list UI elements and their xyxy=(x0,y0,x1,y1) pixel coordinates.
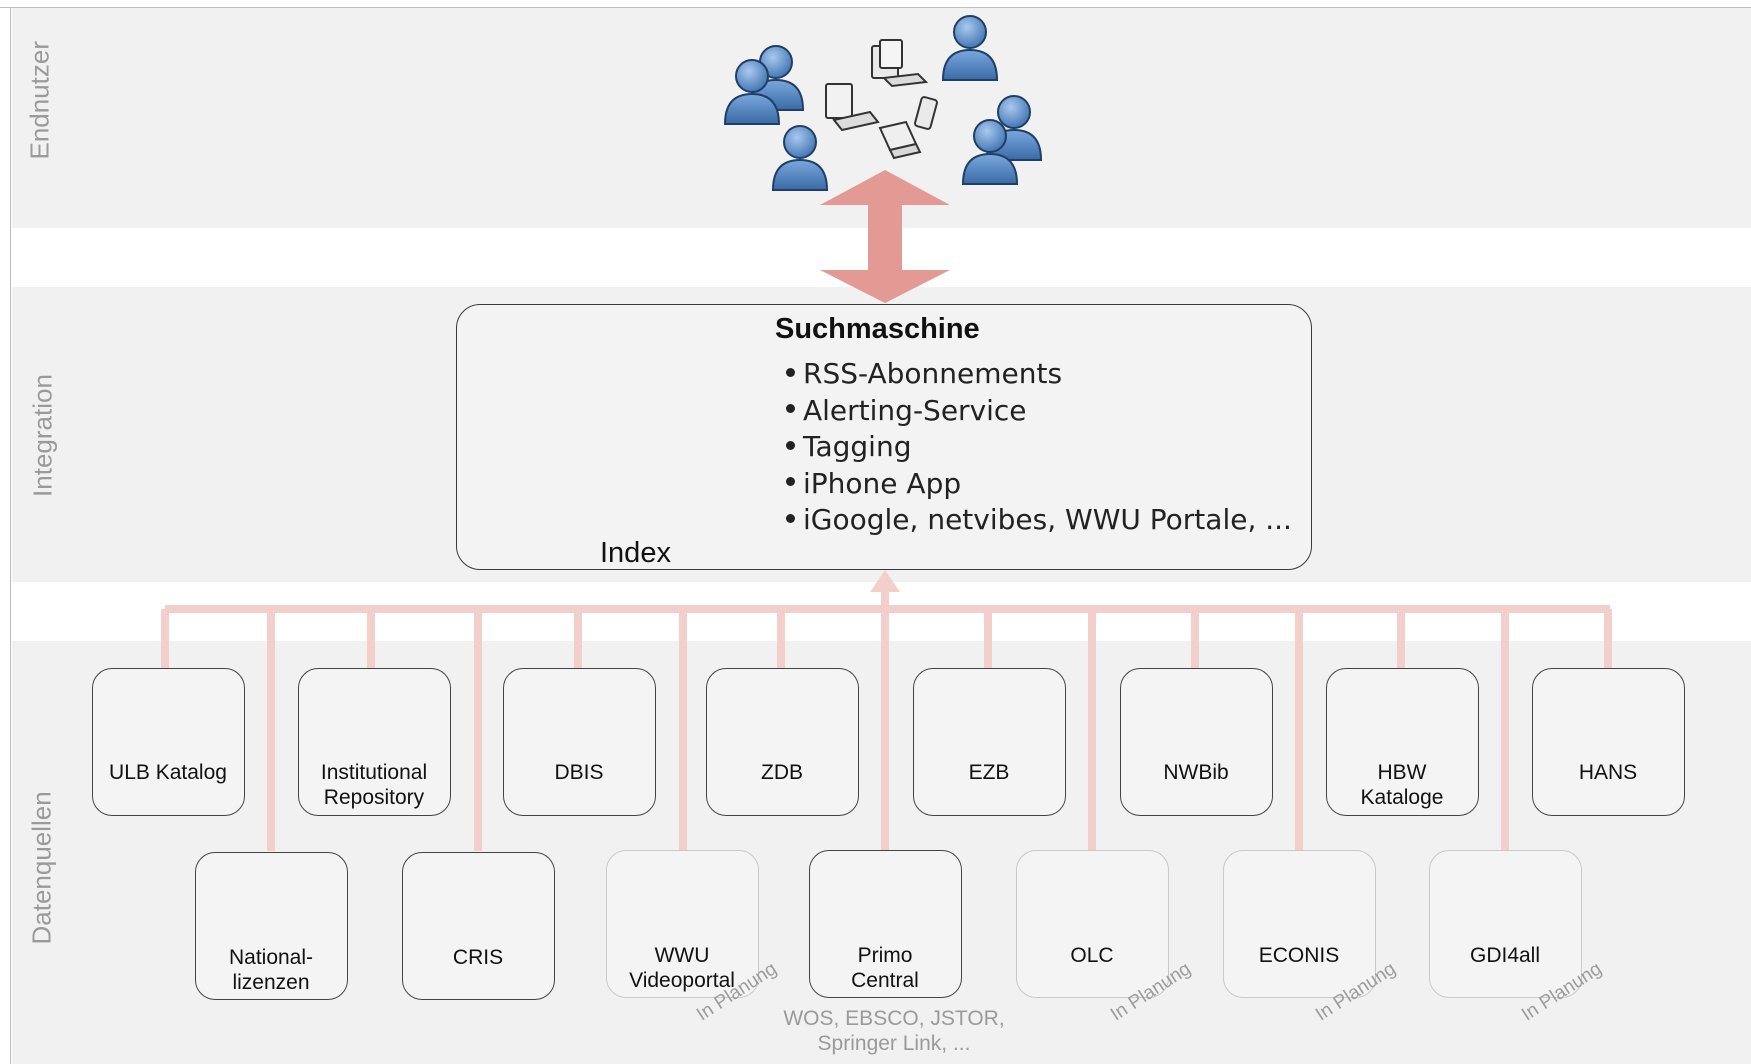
source-label: OLC xyxy=(1070,944,1114,967)
source-label: EZB xyxy=(968,761,1010,784)
source-box-gdi4all xyxy=(1429,850,1582,998)
source-label: ECONIS xyxy=(1258,944,1340,967)
computer-monitor-icon xyxy=(825,83,880,132)
frame-left-border xyxy=(10,7,11,1064)
source-box-hbw-kataloge xyxy=(1326,668,1479,816)
source-box-ulb-katalog xyxy=(92,668,245,816)
source-box-institutional-repository xyxy=(298,668,451,816)
connector-lines xyxy=(161,585,1612,851)
search-engine-title: Suchmaschine xyxy=(775,313,980,345)
bullet-icon xyxy=(786,477,795,486)
bullet-icon xyxy=(786,440,795,450)
source-label: National-lizenzen xyxy=(228,946,314,994)
user-icon xyxy=(772,125,828,191)
feature-item: iPhone App xyxy=(786,466,1292,503)
source-box-ezb xyxy=(913,668,1066,816)
frame-top-border xyxy=(0,7,1751,8)
source-box-hans xyxy=(1532,668,1685,816)
source-label: DBIS xyxy=(554,761,604,784)
connector-arrowhead xyxy=(870,570,900,592)
bullet-icon xyxy=(786,367,795,377)
source-box-nationallizenzen xyxy=(195,852,348,1000)
source-box-cris xyxy=(402,852,555,1000)
desktop-computer-icon xyxy=(871,39,929,88)
feature-item: iGoogle, netvibes, WWU Portale, ... xyxy=(786,502,1292,539)
feature-item: Alerting-Service xyxy=(786,393,1292,430)
double-arrow xyxy=(820,170,950,303)
feature-item: Tagging xyxy=(786,429,1292,466)
source-box-econis xyxy=(1223,850,1376,998)
source-box-primo-central xyxy=(809,850,962,998)
source-box-zdb xyxy=(706,668,859,816)
search-engine-box xyxy=(456,304,1312,570)
feature-item: RSS-Abonnements xyxy=(786,356,1292,393)
bullet-icon xyxy=(786,404,795,413)
source-box-wwu-videoportal xyxy=(606,850,759,998)
laptop-icon xyxy=(878,120,922,160)
source-box-olc xyxy=(1016,850,1169,998)
source-label: ZDB xyxy=(761,761,803,784)
feature-list: RSS-Abonnements Alerting-Service Tagging… xyxy=(786,356,1292,539)
source-box-dbis xyxy=(503,668,656,816)
source-label: HANS xyxy=(1578,761,1638,784)
user-icon xyxy=(942,15,998,81)
source-label: NWBib xyxy=(1163,761,1229,784)
source-box-nwbib xyxy=(1120,668,1273,816)
primo-central-note: WOS, EBSCO, JSTOR,Springer Link, ... xyxy=(783,1007,1005,1055)
source-label: ULB Katalog xyxy=(109,761,227,784)
source-label: GDI4all xyxy=(1469,944,1541,967)
smartphone-icon xyxy=(914,96,938,130)
source-label: CRIS xyxy=(452,946,504,969)
index-label: Index xyxy=(600,537,671,569)
bullet-icon xyxy=(786,513,795,523)
